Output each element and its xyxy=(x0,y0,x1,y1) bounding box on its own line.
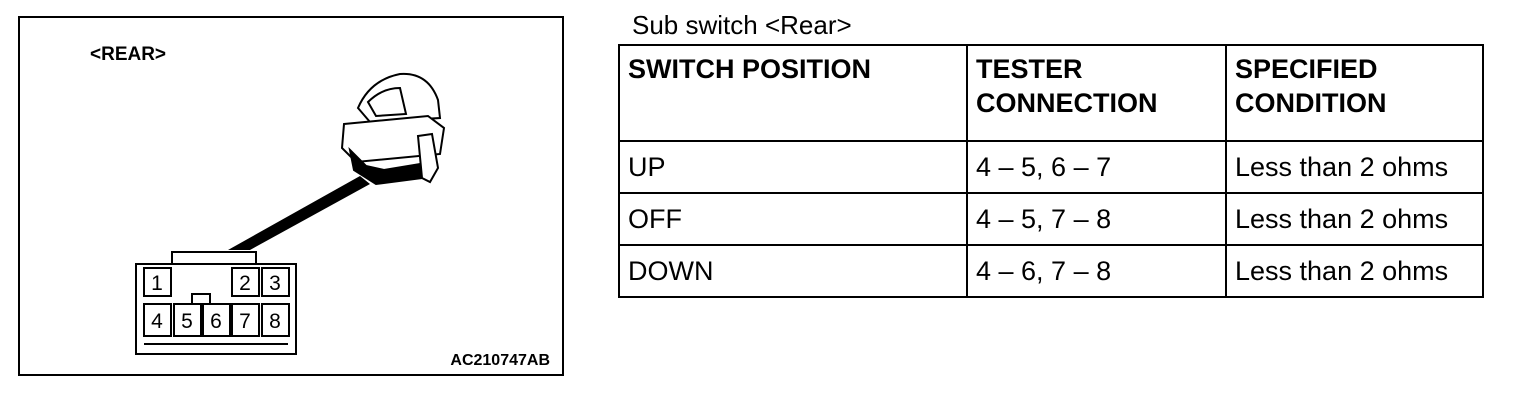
pin-3: 3 xyxy=(269,272,281,295)
cell-connection: 4 – 6, 7 – 8 xyxy=(966,244,1227,298)
pin-6: 6 xyxy=(210,310,222,333)
header-switch-position: SWITCH POSITION xyxy=(618,44,968,142)
pin-7: 7 xyxy=(239,310,251,333)
cell-connection: 4 – 5, 7 – 8 xyxy=(966,192,1227,246)
header-tester-line1: TESTER xyxy=(976,54,1083,84)
pin-5: 5 xyxy=(181,310,193,333)
header-tester-line2: CONNECTION xyxy=(976,88,1158,118)
switch-body xyxy=(340,72,446,186)
cell-position: OFF xyxy=(618,192,968,246)
cell-condition: Less than 2 ohms xyxy=(1225,192,1484,246)
header-condition-line1: SPECIFIED xyxy=(1235,54,1378,84)
cell-condition: Less than 2 ohms xyxy=(1225,244,1484,298)
table-row: OFF 4 – 5, 7 – 8 Less than 2 ohms xyxy=(618,192,1484,246)
pin-4: 4 xyxy=(151,310,163,333)
cell-position: UP xyxy=(618,140,968,194)
header-condition-line2: CONDITION xyxy=(1235,88,1387,118)
connector-outline xyxy=(135,251,297,355)
connector-figure: 1 2 3 4 5 6 7 8 <REAR> AC210747AB xyxy=(18,16,564,376)
header-tester-connection: TESTER CONNECTION xyxy=(966,44,1227,142)
table-row: DOWN 4 – 6, 7 – 8 Less than 2 ohms xyxy=(618,244,1484,298)
figure-code: AC210747AB xyxy=(450,352,550,369)
pin-1: 1 xyxy=(151,272,163,295)
pin-2: 2 xyxy=(239,272,251,295)
spec-table: SWITCH POSITION TESTER CONNECTION SPECIFI… xyxy=(618,44,1484,298)
cell-condition: Less than 2 ohms xyxy=(1225,140,1484,194)
cell-position: DOWN xyxy=(618,244,968,298)
pointer-wedge xyxy=(228,176,370,250)
pin-8: 8 xyxy=(269,310,281,333)
switch-illustration: 1 2 3 4 5 6 7 8 xyxy=(135,72,446,355)
header-specified-condition: SPECIFIED CONDITION xyxy=(1225,44,1484,142)
table-row: UP 4 – 5, 6 – 7 Less than 2 ohms xyxy=(618,140,1484,194)
table-header-row: SWITCH POSITION TESTER CONNECTION SPECIFI… xyxy=(618,44,1484,142)
table-title: Sub switch <Rear> xyxy=(632,10,852,40)
figure-label: <REAR> xyxy=(90,44,167,65)
cell-connection: 4 – 5, 6 – 7 xyxy=(966,140,1227,194)
